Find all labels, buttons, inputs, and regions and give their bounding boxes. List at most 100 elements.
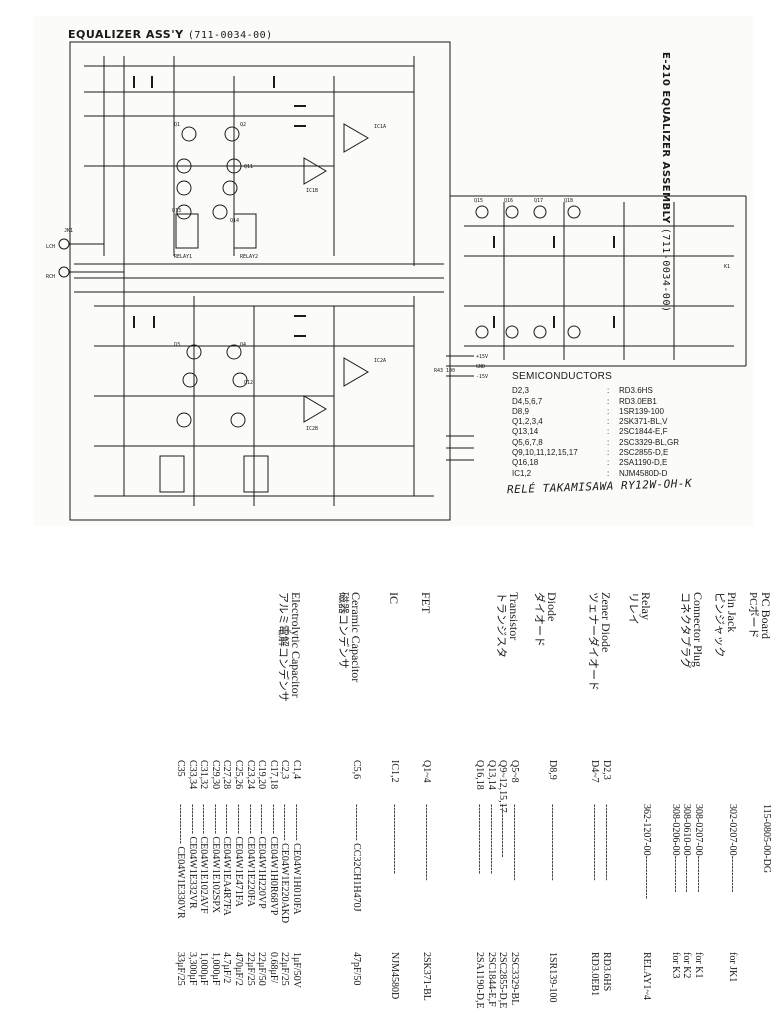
- part-ref: [692, 760, 704, 804]
- q14-label: Q14: [230, 218, 239, 224]
- ic1a-label: IC1A: [374, 124, 386, 130]
- part-lines: D8,9-----------------------1SR139-100: [546, 760, 558, 1030]
- part-ref: [760, 760, 772, 804]
- part-ref: [681, 760, 693, 804]
- part-number: -----------------------: [509, 804, 520, 881]
- part-number: ----------------: [497, 804, 509, 858]
- semiconductor-part: NJM4580D-D: [619, 468, 668, 478]
- semiconductor-row: Q1,2,3,4:2SK371-BL,V: [512, 417, 732, 427]
- part-ref: Q1~4: [421, 760, 432, 783]
- semiconductor-ref: IC1,2: [512, 468, 532, 478]
- part-ref: C29,30: [209, 760, 221, 790]
- part-ref: [640, 760, 652, 804]
- q16-label: Q16: [504, 198, 513, 204]
- semiconductor-part: 2SK371-BL,V: [619, 417, 668, 427]
- semiconductors-heading: SEMICONDUCTORS: [512, 371, 613, 382]
- part-ref: [669, 760, 681, 804]
- semiconductor-part: RD3.0EB1: [619, 396, 657, 406]
- part-lines: IC1,2---------------------NJM4580D: [388, 760, 400, 1030]
- ic2b-label: IC2B: [306, 426, 318, 432]
- schematic-sheet: LCH RCH JK1 IC1A IC1B IC2A IC2B RELAY1 R…: [34, 16, 754, 526]
- part-ref: Q16,18: [474, 760, 486, 790]
- semiconductor-sep: :: [607, 437, 610, 447]
- part-line: 308-0207-00-----------for K1: [692, 760, 704, 1030]
- q18-label: Q18: [564, 198, 573, 204]
- part-category-en: FET: [419, 592, 433, 614]
- part-category-jp: トランジスタ: [495, 592, 507, 658]
- semiconductor-ref: Q13,14: [512, 427, 539, 437]
- gnd-label: GND: [476, 364, 485, 370]
- semiconductor-ref: Q1,2,3,4: [512, 417, 543, 427]
- part-category-en: Zener Diode: [599, 592, 613, 653]
- part-value: 2SC3329-BL: [509, 952, 520, 1006]
- ic1b-label: IC1B: [306, 188, 318, 194]
- semiconductor-part: RD3.6HS: [619, 386, 653, 396]
- part-value: 2SC2855-D,E: [497, 952, 509, 1009]
- part-number: --------- CE04W1H220VP: [256, 804, 268, 909]
- part-number: ----------- CE04W1H010FA: [291, 804, 302, 915]
- part-category-jp: リレイ: [627, 592, 639, 625]
- part-number: ------------ CE04W1E330VR: [175, 804, 187, 919]
- semiconductor-sep: :: [607, 468, 610, 478]
- part-line: Q9~12,15,17----------------2SC2855-D,E: [497, 760, 509, 1030]
- part-number: 308-0610-00-----------: [681, 804, 693, 893]
- part-category-en: IC: [387, 592, 401, 604]
- q4-label: Q4: [240, 342, 246, 348]
- part-number: 308-0207-00-----------: [693, 804, 704, 893]
- part-ref: C17,18: [267, 760, 279, 790]
- part-number: ---------------------: [485, 804, 497, 874]
- semiconductor-sep: :: [607, 458, 610, 468]
- title-part-number: (711-0034-00): [187, 30, 273, 41]
- part-category-en: Connector Plug: [691, 592, 705, 667]
- part-number: --------- CE04W1E332VR: [186, 804, 198, 909]
- part-value: NJM4580D: [389, 952, 400, 1000]
- m15-label: -15V: [476, 374, 488, 380]
- semiconductor-sep: :: [607, 386, 610, 396]
- ic2a-label: IC2A: [374, 358, 386, 364]
- q1-label: Q1: [174, 122, 180, 128]
- part-number: 302-0207-00-----------: [727, 804, 738, 893]
- part-lines: 362-1207-00-------------RELAY1~4: [640, 760, 652, 1030]
- part-value: RELAY1~4: [641, 952, 652, 1000]
- part-ref: C33,34: [186, 760, 198, 790]
- semiconductor-ref: D2,3: [512, 386, 529, 396]
- part-category-en: PC Board: [759, 592, 773, 640]
- part-ref: C27,28: [221, 760, 233, 790]
- part-category-jp: ピンジャック: [713, 592, 725, 658]
- part-category-jp: 磁器コンデンサ: [337, 592, 349, 669]
- part-number: 115-0805-00-DG: [761, 804, 772, 874]
- side-title-part-number: (711-0034-00): [660, 227, 671, 313]
- part-category-en: Diode: [545, 592, 559, 622]
- q3-label: Q3: [174, 342, 180, 348]
- semiconductor-sep: :: [607, 406, 610, 416]
- part-category-en: Transistor: [507, 592, 521, 641]
- part-ref: D8,9: [547, 760, 558, 780]
- semiconductor-row: Q16,18:2SA1190-D,E: [512, 458, 732, 468]
- part-number: -----------------------: [421, 804, 432, 881]
- part-line: 302-0207-00-----------for JK1: [726, 760, 738, 1030]
- part-ref: [726, 760, 738, 804]
- part-value: 47pF/50: [351, 952, 362, 986]
- part-line: D4~7-----------------------RD3.0EB1: [589, 760, 601, 1030]
- part-value: 1μF/50V: [291, 952, 302, 988]
- part-ref: D2,3: [601, 760, 612, 780]
- part-value: RD3.0EB1: [589, 952, 601, 997]
- part-ref: IC1,2: [389, 760, 400, 783]
